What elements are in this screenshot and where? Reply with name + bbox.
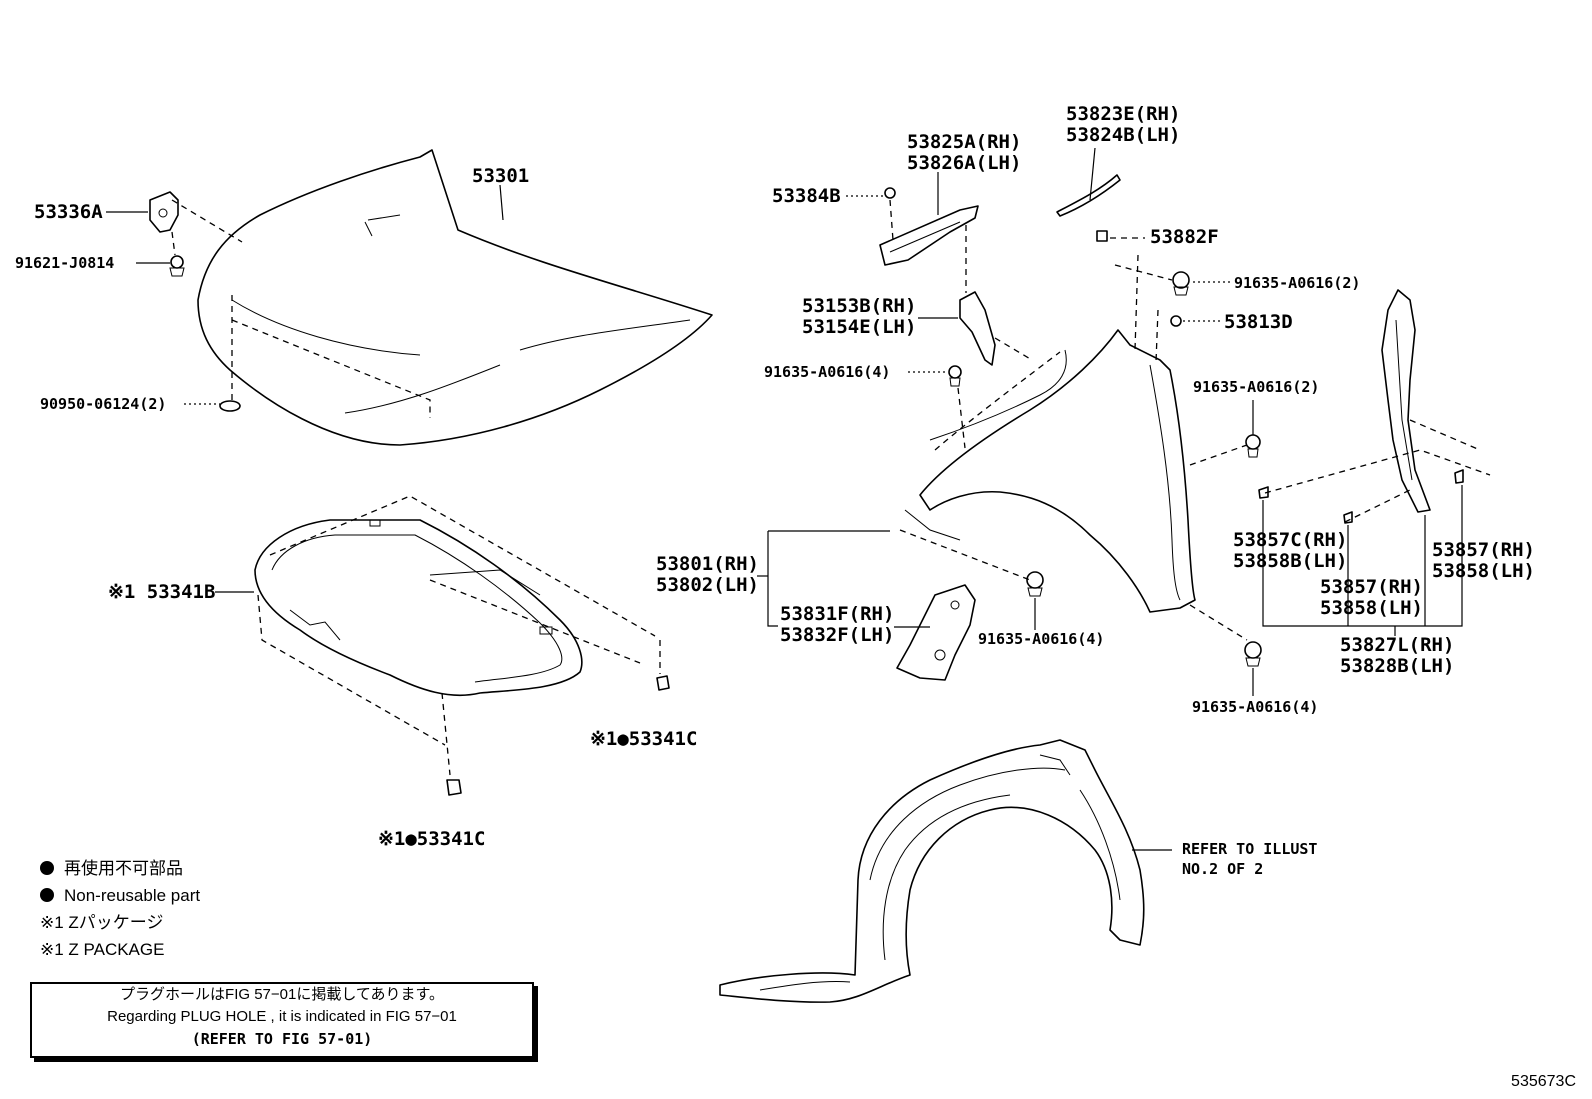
hood-insulator-panel[interactable]: [254, 519, 583, 697]
label-side-seal-b-lh: 53858B(LH): [1233, 550, 1347, 572]
label-liner-ref-1: REFER TO ILLUST: [1182, 840, 1317, 858]
figure-id: 535673C: [1511, 1073, 1576, 1090]
label-fender-seal-lh: 53826A(LH): [907, 152, 1021, 174]
legend-row-jp-package: ※1 Zパッケージ: [40, 913, 164, 932]
insulator-clip-icon-a[interactable]: [656, 675, 670, 691]
label-liner-ref-2: NO.2 OF 2: [1182, 860, 1263, 878]
note-en: Regarding PLUG HOLE , it is indicated in…: [107, 1008, 457, 1025]
label-fender-rh: 53801(RH): [656, 553, 759, 575]
label-bolt-fender-top: 91635-A0616(2): [1234, 274, 1360, 292]
nonreusable-dot-icon: [40, 861, 54, 875]
legend-row-en-package: ※1 Z PACKAGE: [40, 940, 165, 959]
label-seal-clip: 53384B: [772, 185, 841, 207]
legend: 再使用不可部品 Non-reusable part ※1 Zパッケージ ※1 Z…: [40, 855, 200, 963]
side-seal-c-icon[interactable]: [1258, 486, 1269, 499]
label-fender-nut: 53882F: [1150, 226, 1219, 248]
side-seal-right-icon[interactable]: [1454, 469, 1464, 484]
label-hood: 53301: [472, 165, 529, 187]
note-ref: (REFER TO FIG 57-01): [191, 1030, 373, 1048]
label-hood-hinge-bracket: 53336A: [34, 201, 103, 223]
label-hood-cushion: 90950-06124(2): [40, 395, 166, 413]
label-fender-protector-lh: 53828B(LH): [1340, 655, 1454, 677]
upper-fender-bolt-icon[interactable]: [948, 365, 962, 387]
hood-panel[interactable]: [197, 149, 713, 446]
fender-liner-icon[interactable]: [719, 739, 1145, 1003]
nonreusable-dot-icon: [40, 888, 54, 902]
note-jp: プラグホールはFIG 57−01に掲載してあります。: [120, 986, 444, 1003]
label-liner-bracket-rh: 53831F(RH): [780, 603, 894, 625]
splash-seal-icon[interactable]: [1056, 174, 1121, 217]
label-bolt-fender-rear: 91635-A0616(2): [1193, 378, 1319, 396]
lower-fender-bolt-icon[interactable]: [1244, 641, 1262, 667]
label-side-seal-c-rh: 53857C(RH): [1233, 529, 1347, 551]
fender-grommet-icon[interactable]: [1170, 315, 1182, 327]
hinge-bolt-icon[interactable]: [169, 255, 185, 277]
legend-text-jp: 再使用不可部品: [64, 859, 183, 878]
label-bolt-fender-upper: 91635-A0616(4): [764, 363, 890, 381]
hood-hinge-bracket-icon[interactable]: [149, 191, 179, 233]
label-fender-grommet: 53813D: [1224, 311, 1293, 333]
fender-nut-icon[interactable]: [1096, 230, 1108, 242]
label-side-seal-mid-rh: 53857(RH): [1320, 576, 1423, 598]
label-liner-bracket-lh: 53832F(LH): [780, 624, 894, 646]
hood-cushion-icon[interactable]: [219, 400, 241, 412]
side-seal-mid-icon[interactable]: [1343, 511, 1353, 524]
label-bolt-fender-lower: 91635-A0616(4): [1192, 698, 1318, 716]
legend-row-en-nonreusable: Non-reusable part: [40, 882, 200, 909]
label-hinge-bolt: 91621-J0814: [15, 254, 114, 272]
fender-top-bolt-icon[interactable]: [1172, 271, 1190, 296]
label-side-seal-mid-lh: 53858(LH): [1320, 597, 1423, 619]
label-hood-insulator: ※1 53341B: [108, 581, 215, 603]
label-splash-seal-lh: 53824B(LH): [1066, 124, 1180, 146]
insulator-clip-icon-b[interactable]: [446, 779, 462, 796]
legend-text-en: Non-reusable part: [64, 886, 201, 905]
fender-liner-bracket-icon[interactable]: [896, 584, 976, 681]
label-fender-bracket-rh: 53153B(RH): [802, 295, 916, 317]
label-splash-seal-rh: 53823E(RH): [1066, 103, 1180, 125]
front-fender-bolt-icon[interactable]: [1026, 571, 1044, 597]
front-fender-panel[interactable]: [904, 329, 1196, 613]
label-fender-lh: 53802(LH): [656, 574, 759, 596]
fender-bracket-icon[interactable]: [959, 291, 996, 366]
label-fender-protector-rh: 53827L(RH): [1340, 634, 1454, 656]
label-side-seal-right-lh: 53858(LH): [1432, 560, 1535, 582]
seal-clip-icon[interactable]: [884, 187, 896, 199]
rear-fender-bolt-icon[interactable]: [1245, 434, 1261, 458]
label-fender-seal-rh: 53825A(RH): [907, 131, 1021, 153]
label-side-seal-right-rh: 53857(RH): [1432, 539, 1535, 561]
label-insulator-clip-b: ※1●53341C: [378, 828, 485, 850]
part-labels: 53301 53336A 91621-J0814 90950-06124(2) …: [15, 103, 1535, 878]
fender-side-protector-icon[interactable]: [1381, 289, 1431, 513]
fender-seal-icon[interactable]: [879, 205, 979, 266]
label-fender-bracket-lh: 53154E(LH): [802, 316, 916, 338]
label-bolt-fender-front: 91635-A0616(4): [978, 630, 1104, 648]
label-insulator-clip-a: ※1●53341C: [590, 728, 697, 750]
plug-hole-note: プラグホールはFIG 57−01に掲載してあります。 Regarding PLU…: [30, 982, 534, 1058]
legend-row-jp-nonreusable: 再使用不可部品: [40, 855, 200, 882]
